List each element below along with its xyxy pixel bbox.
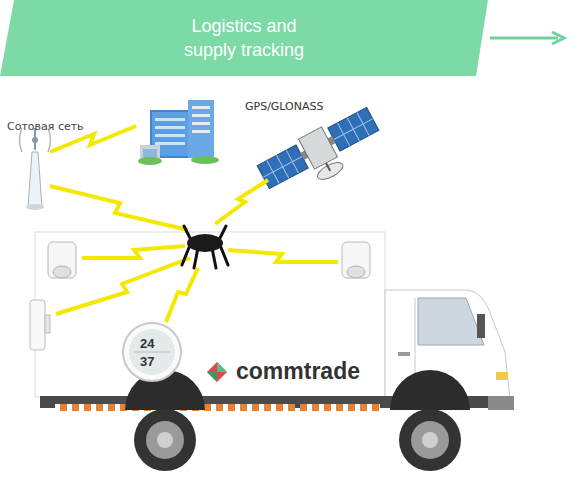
- truck: [134, 409, 196, 471]
- office-building: [192, 122, 210, 125]
- office-building: [155, 134, 185, 137]
- motion-sensor: [48, 242, 76, 278]
- satellite: [328, 107, 379, 151]
- satellite: [263, 156, 302, 177]
- office-building: [155, 142, 185, 145]
- truck: [418, 298, 484, 345]
- truck: [300, 404, 380, 411]
- wireless-signal: [50, 186, 188, 230]
- satellite: [315, 159, 345, 183]
- device-label: Сотовая сеть: [7, 121, 84, 132]
- direction-arrow: [490, 37, 558, 40]
- logo-mark: [207, 372, 217, 382]
- hub-device: [220, 226, 226, 238]
- wireless-signal: [228, 250, 338, 262]
- device-label: GPS/GLONASS: [245, 101, 323, 112]
- hub-device: [187, 234, 223, 252]
- motion-sensor: [342, 242, 370, 278]
- office-building: [155, 118, 185, 121]
- logo-mark: [217, 362, 227, 372]
- motion-sensor: [48, 242, 370, 278]
- satellite: [334, 119, 373, 140]
- logo-mark: [207, 362, 227, 382]
- cell-tower: [26, 204, 44, 210]
- hygrometer: [129, 329, 175, 375]
- truck: [496, 372, 508, 380]
- direction-arrow: [490, 32, 564, 44]
- satellite: [326, 163, 330, 171]
- truck: [411, 421, 449, 459]
- truck: [390, 370, 470, 410]
- office-building: [138, 157, 162, 165]
- office-building: [192, 130, 210, 133]
- wireless-signal: [215, 180, 268, 224]
- truck: [422, 432, 438, 448]
- logo-mark: [207, 362, 227, 382]
- hygrometer: [123, 323, 181, 381]
- logo-text: commtrade: [236, 360, 360, 383]
- banner-text-holder: Logistics and supply tracking: [0, 0, 488, 76]
- hub-device: [182, 226, 228, 268]
- direction-arrow: [552, 32, 564, 44]
- cell-tower: [28, 152, 42, 207]
- wireless-signal: [50, 126, 338, 322]
- hub-device: [220, 245, 228, 265]
- office-building: [138, 100, 219, 165]
- hub-device: [182, 245, 190, 265]
- door-sensor: [30, 300, 50, 350]
- truck: [398, 352, 410, 356]
- office-building: [188, 100, 214, 158]
- title-banner: Logistics and supply tracking: [0, 0, 488, 76]
- banner-shape: [0, 0, 488, 76]
- office-building: [192, 106, 210, 109]
- display-reading: 37: [140, 355, 154, 368]
- office-building: [155, 126, 185, 129]
- satellite: [255, 104, 387, 205]
- truck: [146, 421, 184, 459]
- truck: [157, 432, 173, 448]
- banner-shape: [0, 0, 488, 76]
- truck: [488, 396, 514, 410]
- wireless-signal: [166, 268, 198, 322]
- wireless-signal: [82, 246, 185, 258]
- truck: [399, 409, 461, 471]
- cell-tower: [20, 128, 51, 210]
- motion-sensor: [53, 266, 71, 278]
- office-building: [191, 156, 219, 164]
- hygrometer: [123, 323, 181, 381]
- hub-device: [184, 226, 190, 238]
- truck: [35, 232, 514, 471]
- motion-sensor: [347, 266, 365, 278]
- office-building: [143, 149, 157, 158]
- truck: [35, 232, 385, 397]
- office-building: [192, 114, 210, 117]
- cell-tower: [32, 137, 38, 143]
- truck: [477, 314, 485, 338]
- satellite: [299, 127, 338, 169]
- door-sensor: [45, 315, 50, 333]
- hygrometer: [134, 352, 170, 353]
- door-sensor: [30, 300, 45, 350]
- display-reading: 24: [140, 337, 154, 350]
- banner-title: Logistics and supply tracking: [169, 14, 319, 62]
